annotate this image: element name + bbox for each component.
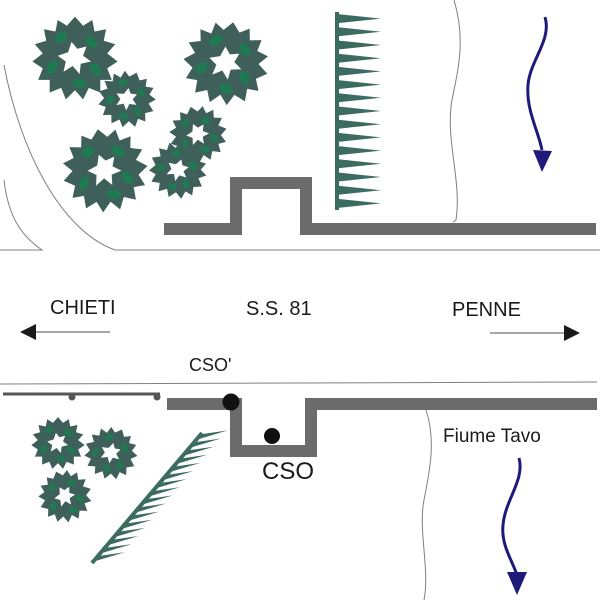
- hedge-spike: [337, 13, 381, 24]
- tree-icon: [32, 16, 118, 100]
- hedge-spike: [337, 106, 381, 116]
- hedge-spike: [175, 454, 208, 465]
- cso-label: CSO: [262, 458, 315, 485]
- terrain-curve-outer: [3, 64, 600, 251]
- hedge-spike: [120, 519, 153, 530]
- tree-icon: [183, 22, 269, 106]
- riverbank-lower: [421, 409, 432, 600]
- cso-point[interactable]: [264, 428, 280, 444]
- hedge-spike: [189, 438, 221, 449]
- hedge-spike: [337, 66, 381, 77]
- hedge-spike: [134, 503, 166, 514]
- riverbank-upper: [449, 0, 461, 223]
- hedge-spike: [337, 185, 381, 195]
- terrain-curve-inner: [0, 179, 44, 251]
- cso-prime-point[interactable]: [222, 393, 240, 411]
- river-label: Fiume Tavo: [443, 426, 541, 447]
- tree-icon: [148, 141, 207, 199]
- direction-label-penne: PENNE: [452, 299, 521, 321]
- road-edge-lower: [0, 381, 598, 385]
- hedge-spike: [154, 479, 187, 489]
- hedge-spike: [99, 544, 132, 554]
- hedge-spike: [337, 132, 381, 143]
- hedge-spike: [141, 495, 173, 505]
- hedge-spike: [148, 487, 180, 497]
- hedge-spike: [337, 172, 381, 182]
- fence-post: [68, 393, 76, 401]
- hedge-lower: [90, 430, 228, 565]
- tree-icon: [62, 129, 148, 213]
- hedge-upper: [335, 12, 381, 210]
- river-flow-arrow-upper: [526, 16, 548, 151]
- hedge-spike: [182, 446, 215, 457]
- hedge-spike: [337, 198, 381, 209]
- hedge-spike: [113, 527, 146, 538]
- tree-icon: [84, 426, 138, 480]
- chieti-arrow-head: [20, 324, 36, 340]
- direction-label-chieti: CHIETI: [50, 297, 116, 319]
- hedge-spike: [168, 462, 201, 473]
- hedge-spike: [161, 470, 194, 481]
- river-arrow-head-lower: [507, 572, 527, 595]
- hedge-spike: [337, 145, 381, 156]
- hedge-spike: [196, 430, 228, 440]
- hedge-spike: [337, 93, 381, 103]
- hedge-spike: [337, 27, 381, 37]
- tree-icon: [31, 417, 85, 469]
- hedge-spike: [337, 119, 381, 129]
- river-arrow-head-upper: [533, 150, 552, 172]
- hedge-spike: [337, 40, 381, 50]
- trees-lower: [31, 417, 138, 523]
- trees-upper: [32, 16, 269, 213]
- river-flow-arrow-lower: [501, 457, 522, 576]
- hedge-spike: [93, 552, 125, 562]
- road-label: S.S. 81: [246, 298, 312, 320]
- wall-upper: [164, 177, 596, 235]
- hedge-spike: [106, 535, 139, 546]
- tree-icon: [98, 70, 156, 128]
- hedge-spike: [337, 53, 381, 63]
- hedge-spike: [337, 159, 381, 169]
- hedge-base: [90, 431, 204, 565]
- hedge-spike: [127, 511, 160, 522]
- penne-arrow-head: [564, 325, 580, 341]
- fence-post: [153, 393, 161, 401]
- cso-prime-label: CSO': [189, 355, 232, 375]
- tree-icon: [38, 469, 92, 523]
- hedge-spike: [337, 79, 381, 90]
